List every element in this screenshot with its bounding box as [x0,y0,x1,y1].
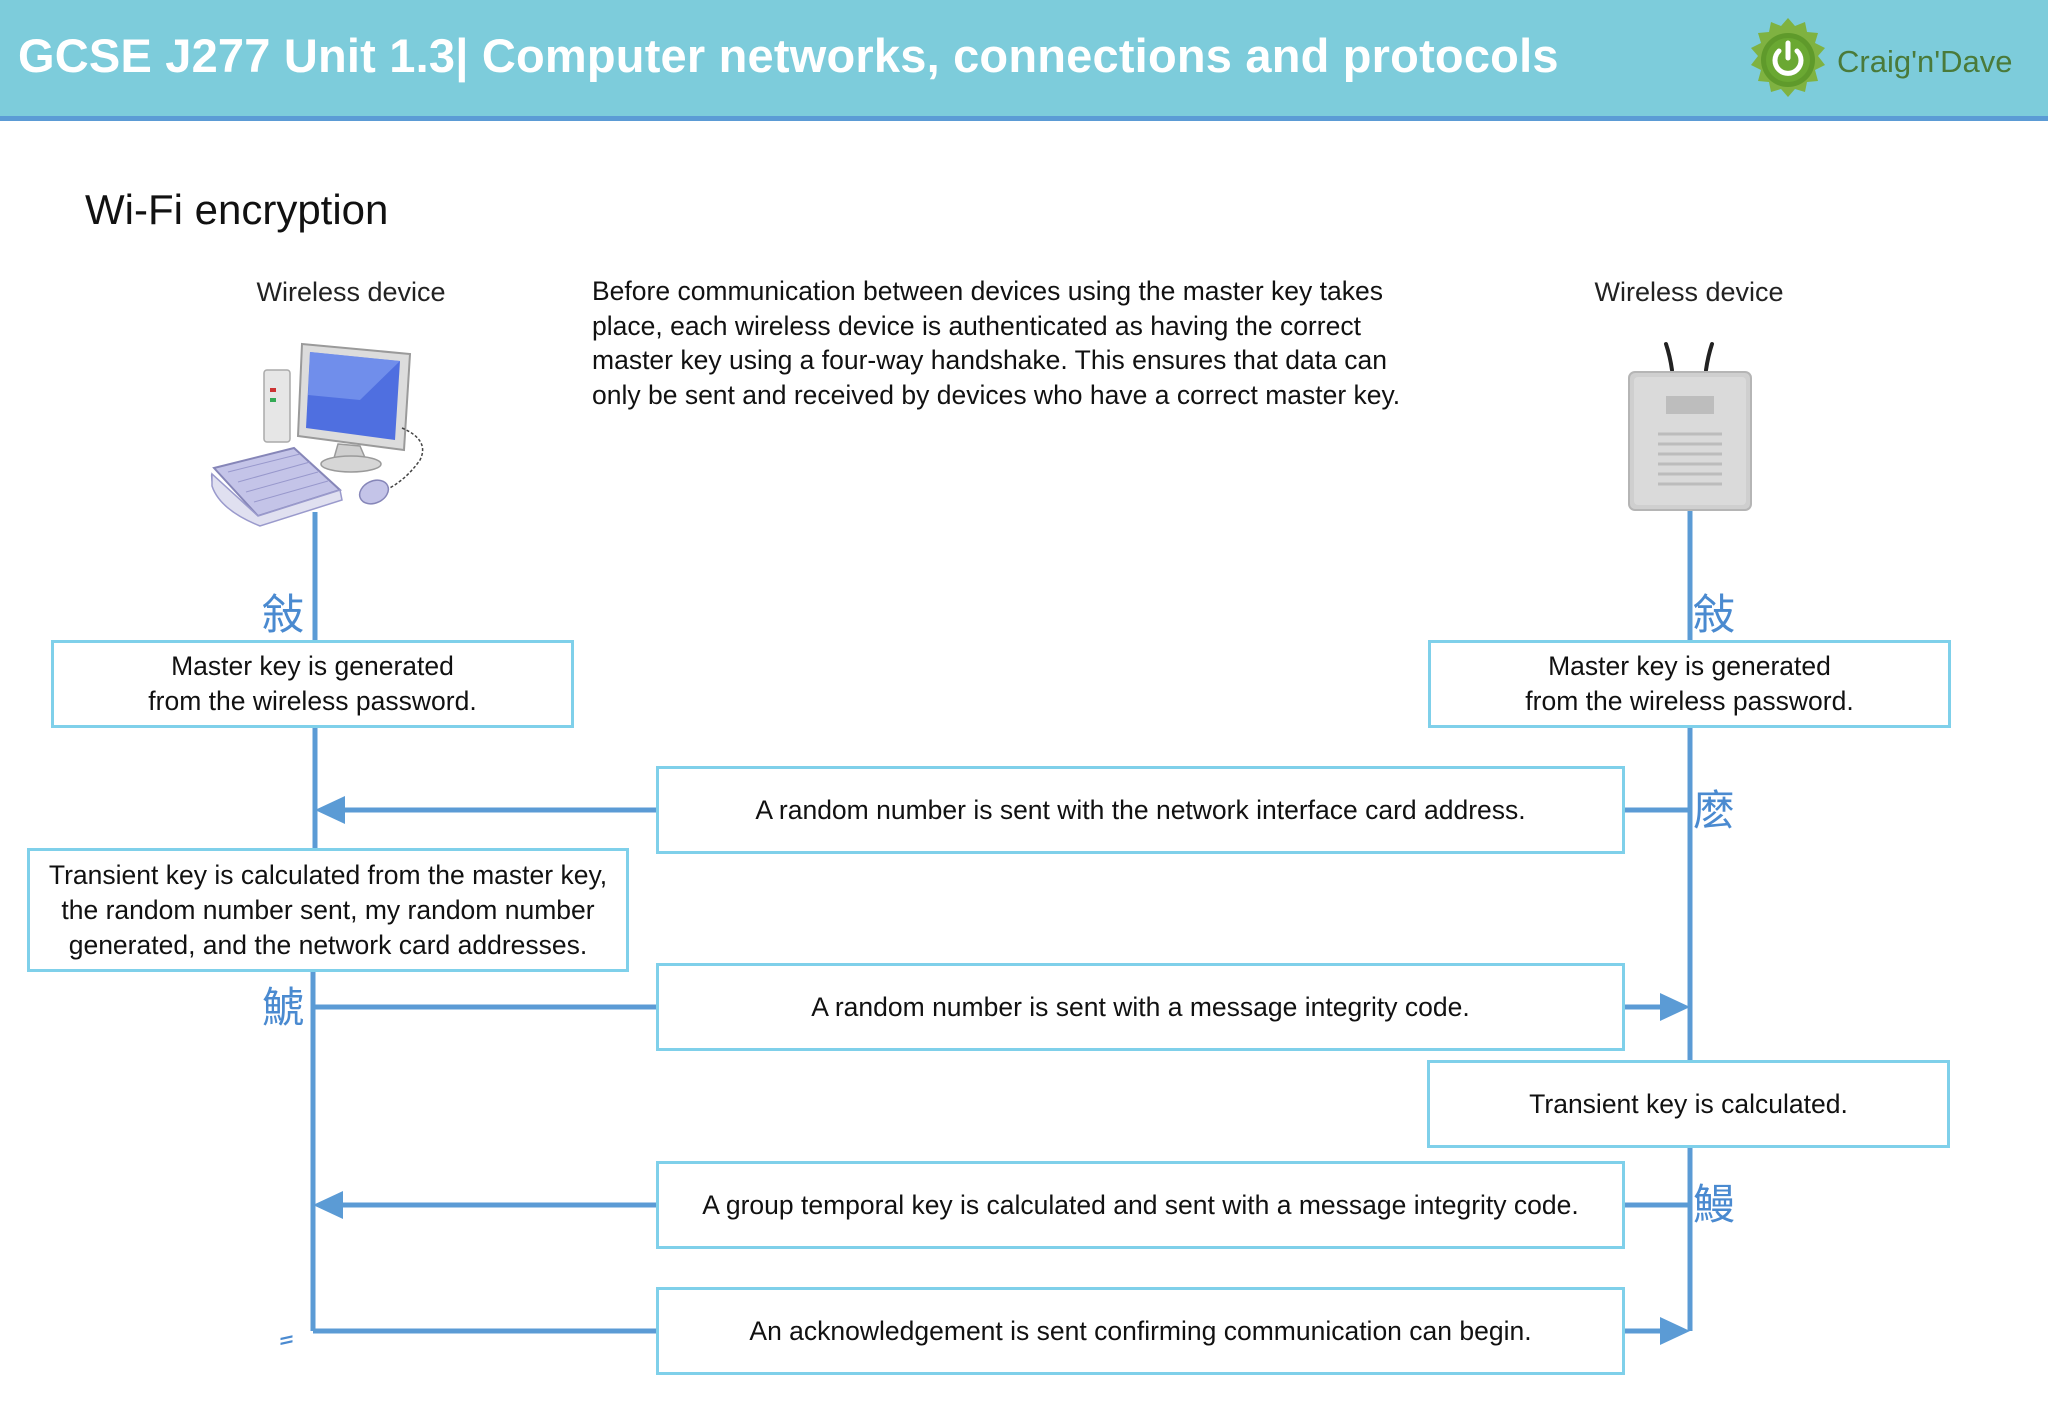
right-device-label: Wireless device [1594,277,1784,307]
left-device-label: Wireless device [256,277,446,307]
header-bar: GCSE J277 Unit 1.3| Computer networks, c… [0,0,2048,121]
arrow-message-2 [313,993,1690,1021]
left-transient-key-line: the random number sent, my random number [61,894,595,925]
glyph-marker: 敍 [1693,590,1736,639]
left-master-key-line: Master key is generated [171,651,454,681]
right-master-key-line: from the wireless password. [1525,686,1854,716]
page-title: GCSE J277 Unit 1.3| Computer networks, c… [18,29,1559,82]
section-title: Wi-Fi encryption [85,186,389,233]
right-master-key-line: Master key is generated [1548,651,1831,681]
right-master-key-box: Master key is generated from the wireles… [1428,640,1951,728]
intro-paragraph: Before communication between devices usi… [592,276,1401,410]
glyph-marker: 敍 [262,590,305,639]
glyph-marker: 鰻 [1693,1180,1736,1229]
left-transient-key-line: generated, and the network card addresse… [68,929,588,960]
power-icon [1751,18,1825,97]
logo-text: Craig'n'Dave [1837,44,2013,79]
message-box-3: A group temporal key is calculated and s… [656,1161,1625,1249]
glyph-marker: 麽 [1693,786,1736,835]
desktop-computer-icon [210,342,424,527]
arrow-message-3 [313,1191,1690,1219]
left-master-key-box: Master key is generated from the wireles… [51,640,574,728]
message-box-4: An acknowledgement is sent confirming co… [656,1287,1625,1375]
left-master-key-line: from the wireless password. [148,686,477,716]
right-transient-key-text: Transient key is calculated. [1529,1088,1848,1119]
message-box-1: A random number is sent with the network… [656,766,1625,854]
glyph-marker: 鯱 [262,983,305,1032]
left-transient-key-box: Transient key is calculated from the mas… [27,848,629,972]
message-text: A group temporal key is calculated and s… [702,1189,1579,1220]
left-timeline [310,512,318,1331]
message-text: An acknowledgement is sent confirming co… [749,1315,1532,1346]
message-text: A random number is sent with the network… [755,794,1526,825]
message-box-2: A random number is sent with a message i… [656,963,1625,1051]
message-text: A random number is sent with a message i… [811,991,1470,1022]
left-transient-key-line: Transient key is calculated from the mas… [48,859,608,890]
wireless-access-point-icon [1628,342,1752,511]
arrow-message-4 [313,1317,1690,1345]
right-transient-key-box: Transient key is calculated. [1427,1060,1950,1148]
arrow-message-1 [315,796,1690,824]
